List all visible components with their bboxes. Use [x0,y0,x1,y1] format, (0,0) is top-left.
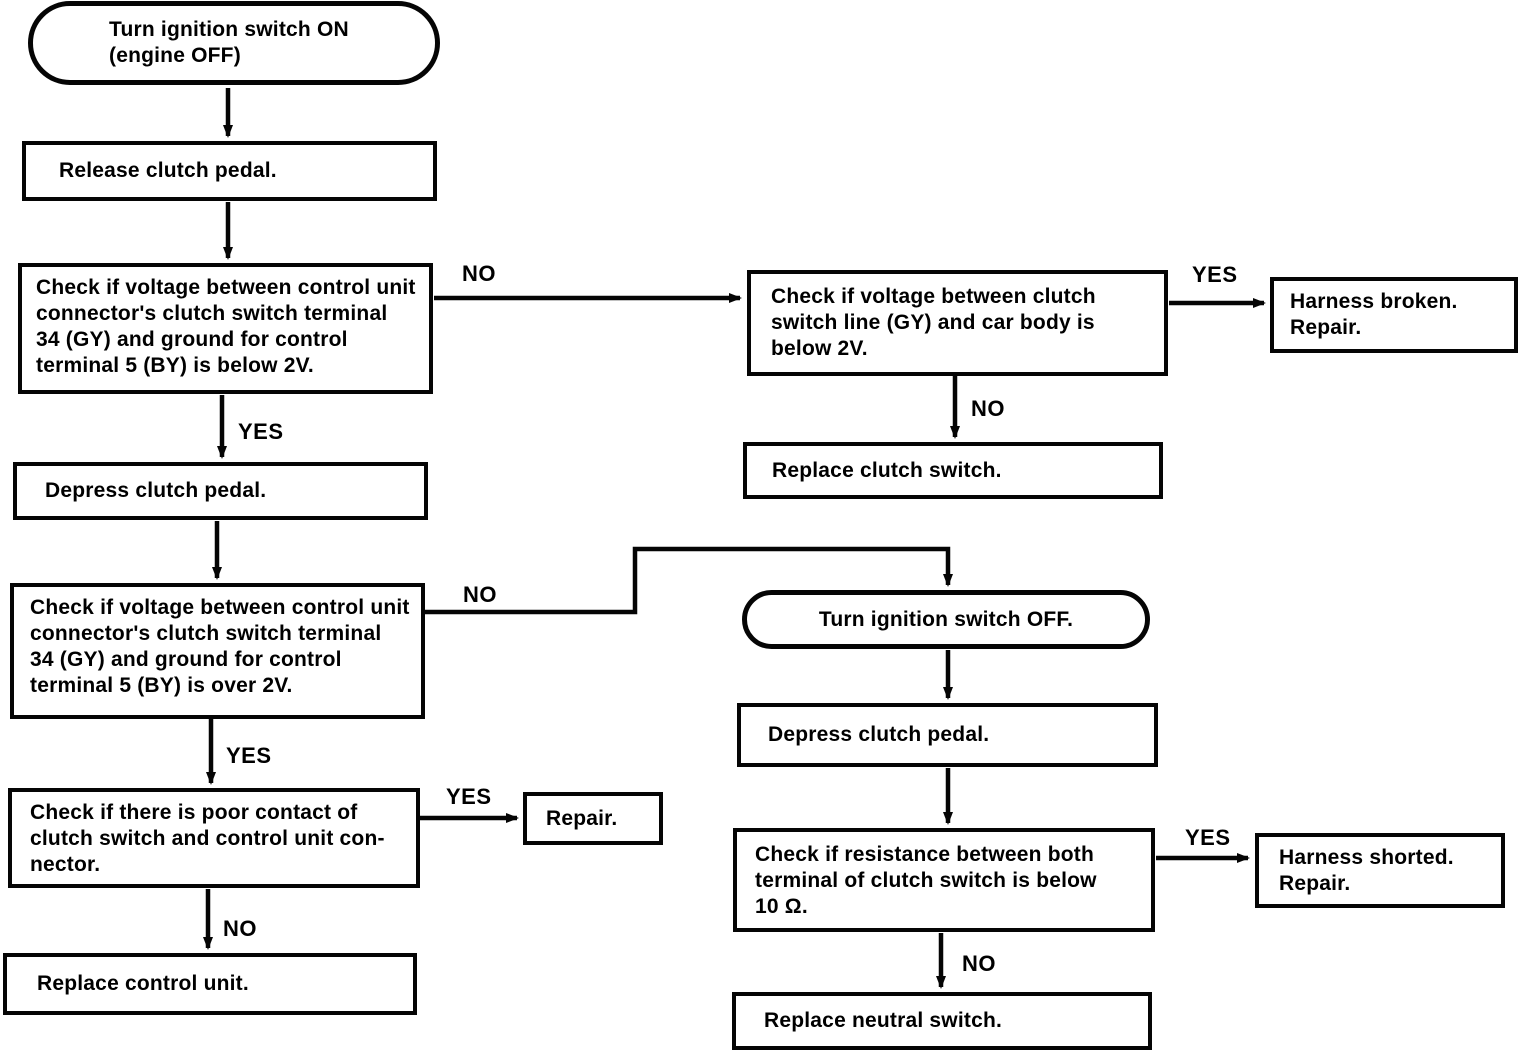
process-replace-clutch-switch: Replace clutch switch. [743,442,1163,499]
decision-poor-contact: Check if there is poor contact of clutch… [8,788,420,888]
edge-label-no-check1: NO [462,261,496,286]
process-replace-control-unit: Replace control unit. [3,953,417,1015]
decision-resistance-below-10-ohm: Check if resistance between both termina… [733,828,1155,932]
edge-check2-no-zigzag [425,546,953,615]
process-depress-clutch-pedal-2: Depress clutch pedal. [737,703,1158,767]
edge-label-yes-check1: YES [238,419,284,444]
edge-label-no-poorcontact: NO [223,916,257,941]
terminal-turn-ignition-on: Turn ignition switch ON (engine OFF) [28,1,440,85]
edge-label-yes-resistance: YES [1185,825,1231,850]
decision-clutch-line-voltage: Check if voltage between clutch switch l… [747,270,1168,376]
edge-label-yes-clutchline: YES [1192,262,1238,287]
process-depress-clutch-pedal-1: Depress clutch pedal. [13,462,428,520]
decision-voltage-over-2v: Check if voltage between control unit co… [10,583,425,719]
decision-voltage-below-2v: Check if voltage between control unit co… [18,263,433,394]
action-harness-broken-repair: Harness broken. Repair. [1270,277,1518,353]
process-replace-neutral-switch: Replace neutral switch. [732,992,1152,1050]
action-repair: Repair. [523,792,663,845]
edge-label-yes-check2: YES [226,743,272,768]
edge-label-no-resistance: NO [962,951,996,976]
edge-label-yes-poorcontact: YES [446,784,492,809]
process-release-clutch-pedal: Release clutch pedal. [22,141,437,201]
action-harness-shorted-repair: Harness shorted. Repair. [1255,833,1505,908]
edge-label-no-check2: NO [463,582,497,607]
edge-label-no-clutchline: NO [971,396,1005,421]
terminal-turn-ignition-off: Turn ignition switch OFF. [742,590,1150,649]
